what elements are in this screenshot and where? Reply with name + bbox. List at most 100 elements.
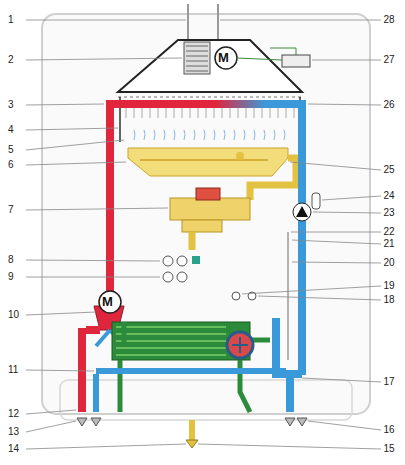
leader-line <box>26 370 94 371</box>
callout-number: 4 <box>8 124 14 135</box>
exchanger-fin <box>294 108 295 118</box>
leader-line <box>26 421 76 432</box>
callout-number: 16 <box>383 424 394 435</box>
tap-symbol <box>91 418 101 426</box>
leader-line <box>242 286 381 294</box>
leader-line <box>26 20 186 21</box>
exchanger-fin <box>158 108 159 118</box>
exchanger-plate <box>116 340 226 342</box>
exchanger-fin <box>142 108 143 118</box>
exchanger-fin <box>182 108 183 118</box>
flame <box>154 130 155 140</box>
exchanger-fin <box>126 108 127 118</box>
leader-line <box>290 162 381 170</box>
exchanger-fin <box>246 108 247 118</box>
fan-grille <box>186 51 208 52</box>
exchanger-fin <box>278 108 279 118</box>
leader-line <box>26 128 118 130</box>
exchanger-fin <box>198 108 199 118</box>
motor-symbol-label: M <box>218 51 229 65</box>
exchanger-plate <box>116 326 226 328</box>
exchanger-fin <box>262 108 263 118</box>
callout-number: 23 <box>383 207 394 218</box>
tap-symbol <box>77 418 87 426</box>
leader-line <box>313 212 381 213</box>
leader-line <box>26 140 124 150</box>
callout-number: 17 <box>383 376 394 387</box>
leader-line <box>26 410 76 414</box>
tap-symbol <box>297 418 307 426</box>
callout-number: 3 <box>8 99 14 110</box>
leader-line <box>220 20 381 21</box>
callout-number: 8 <box>8 254 14 265</box>
flame <box>234 130 235 140</box>
callout-number: 24 <box>383 190 394 201</box>
leader-line <box>26 260 160 261</box>
leader-line <box>291 232 381 233</box>
flame <box>214 130 215 140</box>
callout-number: 19 <box>383 280 394 291</box>
fan-grille <box>186 71 208 72</box>
exchanger-fin <box>286 108 287 118</box>
callout-number: 14 <box>8 443 19 454</box>
flame <box>254 130 255 140</box>
flame <box>134 130 135 140</box>
callout-number: 11 <box>8 364 18 375</box>
leader-line <box>26 277 160 278</box>
leader-line <box>322 196 381 200</box>
fan-grille <box>186 56 208 57</box>
fan-grille <box>186 46 208 47</box>
callout-number: 18 <box>383 294 394 305</box>
exchanger-fin <box>230 108 231 118</box>
callout-number: 7 <box>8 204 14 215</box>
exchanger-plate <box>116 354 226 356</box>
callout-number: 5 <box>8 144 14 155</box>
leader-line <box>26 444 186 449</box>
leader-line <box>292 262 381 263</box>
callout-number: 21 <box>383 238 394 249</box>
leader-line <box>26 58 182 60</box>
callout-number: 26 <box>383 99 394 110</box>
exchanger-fin <box>174 108 175 118</box>
callout-number: 9 <box>8 271 14 282</box>
exchanger-fin <box>238 108 239 118</box>
callout-number: 6 <box>8 159 14 170</box>
callout-number: 22 <box>383 226 394 237</box>
tap-symbol <box>285 418 295 426</box>
callout-number: 12 <box>8 408 19 419</box>
leader-line <box>308 421 381 430</box>
flame <box>194 130 195 140</box>
leader-line <box>198 444 381 449</box>
exchanger-plate <box>116 333 226 335</box>
exchanger-fin <box>190 108 191 118</box>
leader-line <box>302 378 381 382</box>
fan-grille <box>186 66 208 67</box>
flame <box>284 130 285 140</box>
leader-line <box>258 296 381 300</box>
motor-symbol-label: M <box>102 295 113 309</box>
exchanger-fin <box>206 108 207 118</box>
exchanger-fin <box>166 108 167 118</box>
callout-number: 10 <box>8 309 19 320</box>
flame <box>204 130 205 140</box>
flame <box>264 130 265 140</box>
exchanger-plate <box>116 347 226 349</box>
leader-line <box>26 104 104 105</box>
exchanger-fin <box>270 108 271 118</box>
flame <box>224 130 225 140</box>
exchanger-fin <box>134 108 135 118</box>
leader-line <box>26 162 126 165</box>
callout-number: 25 <box>383 164 394 175</box>
callout-number: 2 <box>8 54 14 65</box>
exchanger-fin <box>222 108 223 118</box>
exchanger-fin <box>214 108 215 118</box>
flame <box>184 130 185 140</box>
exchanger-fin <box>254 108 255 118</box>
leader-line <box>292 240 381 244</box>
flame <box>174 130 175 140</box>
flame <box>274 130 275 140</box>
callout-number: 20 <box>383 257 394 268</box>
leader-line <box>308 104 381 105</box>
leader-line <box>312 60 381 61</box>
